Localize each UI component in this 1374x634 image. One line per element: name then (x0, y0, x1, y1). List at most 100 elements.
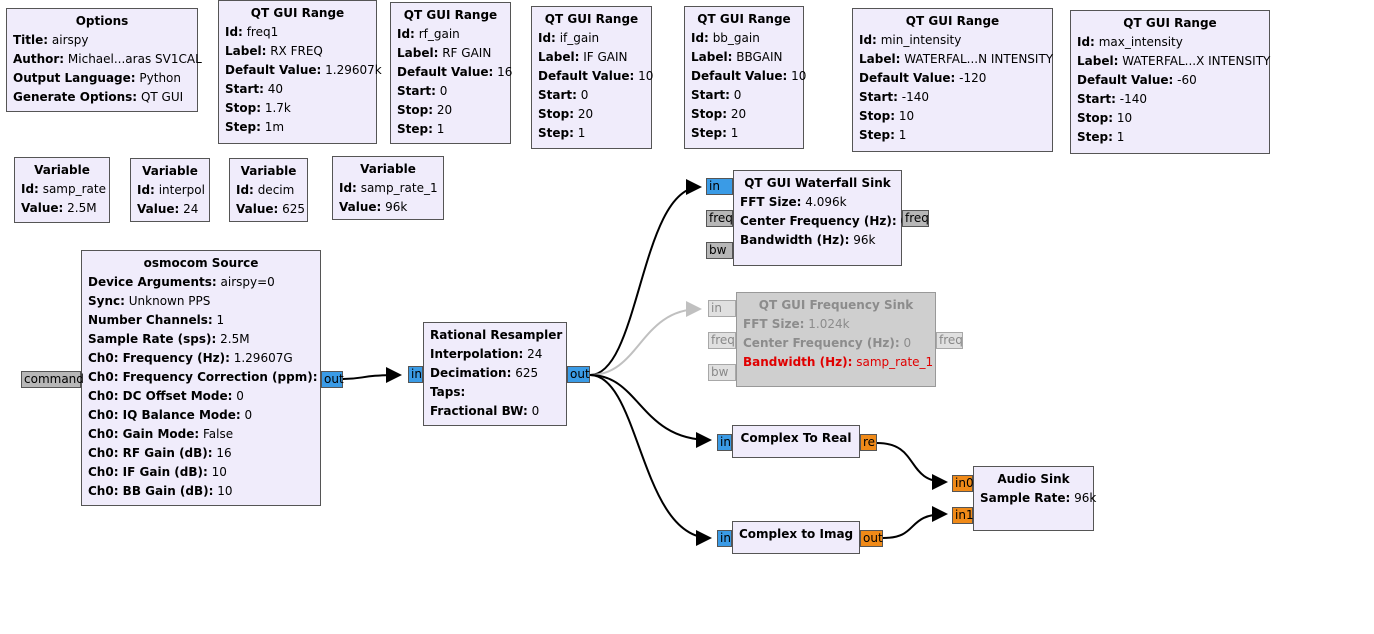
block-title: QT GUI Frequency Sink (758, 298, 914, 312)
complex-to-imag-out-port[interactable]: out (860, 530, 883, 547)
waterfall-bw-port[interactable]: bw (706, 242, 733, 259)
variable-samp-rate-block[interactable]: Variable Id: samp_rate Value: 2.5M (14, 157, 110, 223)
block-param: Start: 0 (397, 84, 448, 98)
block-param: Center Frequency (Hz): 0 (743, 336, 912, 350)
audio-sink-in0-port[interactable]: in0 (952, 475, 974, 492)
block-title: QT GUI Range (1123, 16, 1217, 30)
qt-gui-range-freq1-block[interactable]: QT GUI Range Id: freq1 Label: RX FREQ De… (218, 0, 382, 144)
block-param: Id: rf_gain (397, 27, 460, 41)
block-param: Interpolation: 24 (430, 347, 543, 361)
block-param: Default Value: -60 (1077, 73, 1197, 87)
block-param: Id: interpol (137, 183, 205, 197)
block-param: Id: if_gain (538, 31, 600, 45)
freq-sink-in-port[interactable]: in (708, 300, 736, 317)
block-param: Step: 1 (397, 122, 445, 136)
block-title: Variable (34, 163, 90, 177)
freq-sink-freq-out-port[interactable]: freq (936, 332, 963, 349)
freq-sink-bw-port[interactable]: bw (708, 364, 736, 381)
osmocom-out-port[interactable]: out (321, 371, 344, 388)
block-param: Number Channels: 1 (88, 313, 225, 327)
rational-resampler-block[interactable]: Rational Resampler Interpolation: 24 Dec… (423, 322, 567, 426)
wire-resampler-to-freq-sink (589, 301, 702, 376)
wire-real-to-audio-in0 (876, 442, 948, 490)
block-param: Stop: 10 (859, 109, 915, 123)
block-param: Stop: 1.7k (225, 101, 291, 115)
block-param: Ch0: BB Gain (dB): 10 (88, 484, 233, 498)
block-param: Center Frequency (Hz): 0 (740, 214, 908, 228)
audio-sink-in1-port[interactable]: in1 (952, 507, 974, 524)
block-param: Taps: (430, 385, 466, 399)
block-param: Id: samp_rate (21, 182, 106, 196)
block-title: QT GUI Range (544, 12, 639, 26)
block-title: Audio Sink (997, 472, 1070, 486)
complex-to-real-re-port[interactable]: re (860, 434, 877, 451)
block-param: Ch0: IQ Balance Mode: 0 (88, 408, 253, 422)
block-param: Generate Options: QT GUI (13, 90, 184, 104)
audio-sink-block[interactable]: Audio Sink Sample Rate: 96k (973, 466, 1096, 531)
block-param: Ch0: Frequency (Hz): 1.29607G (88, 351, 293, 365)
block-title: QT GUI Range (697, 12, 791, 26)
block-param: Value: 2.5M (21, 201, 97, 215)
qt-gui-range-rf-gain-block[interactable]: QT GUI Range Id: rf_gain Label: RF GAIN … (390, 2, 513, 144)
freq-sink-freq-in-port[interactable]: freq (708, 332, 736, 349)
qt-gui-range-if-gain-block[interactable]: QT GUI Range Id: if_gain Label: IF GAIN … (531, 6, 654, 149)
block-title: Variable (240, 164, 297, 178)
block-param: Label: BBGAIN (691, 50, 783, 64)
block-param: Value: 24 (137, 202, 199, 216)
variable-decim-block[interactable]: Variable Id: decim Value: 625 (229, 158, 308, 222)
block-param: Id: min_intensity (859, 33, 962, 47)
osmocom-source-block[interactable]: osmocom Source Device Arguments: airspy=… (81, 250, 329, 506)
block-param: Start: -140 (859, 90, 929, 104)
complex-to-imag-block[interactable]: Complex to Imag (732, 521, 860, 554)
block-param: Ch0: RF Gain (dB): 16 (88, 446, 232, 460)
frequency-sink-block[interactable]: QT GUI Frequency Sink FFT Size: 1.024k C… (736, 292, 936, 387)
block-param: Default Value: 16 (397, 65, 513, 79)
block-param: Label: RX FREQ (225, 44, 323, 58)
complex-to-imag-in-port[interactable]: in (717, 530, 732, 547)
complex-to-real-in-port[interactable]: in (717, 434, 732, 451)
block-param: Ch0: Gain Mode: False (88, 427, 234, 441)
waterfall-in-port[interactable]: in (706, 178, 733, 195)
block-param: Decimation: 625 (430, 366, 539, 380)
block-title: QT GUI Range (905, 14, 1000, 28)
qt-gui-range-bb-gain-block[interactable]: QT GUI Range Id: bb_gain Label: BBGAIN D… (684, 6, 806, 149)
block-title: Options (75, 14, 129, 28)
waterfall-sink-block[interactable]: QT GUI Waterfall Sink FFT Size: 4.096k C… (733, 170, 908, 266)
block-param: Ch0: Frequency Correction (ppm): 0 (88, 370, 329, 384)
block-param: Label: WATERFAL...X INTENSITY (1077, 54, 1271, 68)
wire-osmocom-to-resampler (342, 367, 402, 384)
complex-to-real-block[interactable]: Complex To Real (732, 425, 860, 458)
block-param: Step: 1m (225, 120, 285, 134)
block-param: Stop: 10 (1077, 111, 1133, 125)
wire-resampler-to-complex-real (589, 374, 712, 448)
block-param: Id: freq1 (225, 25, 279, 39)
wire-resampler-to-waterfall (589, 179, 702, 376)
block-param: Start: -140 (1077, 92, 1147, 106)
block-title: Variable (360, 162, 416, 176)
block-param: Bandwidth (Hz): 96k (740, 233, 876, 247)
options-block[interactable]: Options Title: airspy Author: Michael...… (6, 8, 202, 112)
block-param: Title: airspy (13, 33, 89, 47)
variable-samp-rate-1-block[interactable]: Variable Id: samp_rate_1 Value: 96k (332, 156, 444, 220)
waterfall-freq-in-port[interactable]: freq (706, 210, 733, 227)
block-title: QT GUI Range (250, 6, 345, 20)
waterfall-freq-out-port[interactable]: freq (902, 210, 929, 227)
block-param: Output Language: Python (13, 71, 182, 85)
block-param: Stop: 20 (538, 107, 594, 121)
resampler-in-port[interactable]: in (408, 366, 423, 383)
block-param: Step: 1 (691, 126, 739, 140)
osmocom-command-port[interactable]: command (21, 371, 84, 388)
block-param-error: Bandwidth (Hz): samp_rate_1 (743, 355, 934, 369)
block-param: Default Value: 10 (538, 69, 654, 83)
qt-gui-range-min-intensity-block[interactable]: QT GUI Range Id: min_intensity Label: WA… (852, 8, 1053, 152)
resampler-out-port[interactable]: out (567, 366, 590, 383)
block-param: Start: 40 (225, 82, 284, 96)
qt-gui-range-max-intensity-block[interactable]: QT GUI Range Id: max_intensity Label: WA… (1070, 10, 1270, 154)
wire-imag-to-audio-in1 (882, 506, 948, 539)
block-param: Step: 1 (859, 128, 907, 142)
variable-interpol-block[interactable]: Variable Id: interpol Value: 24 (130, 158, 210, 222)
block-param: Sync: Unknown PPS (88, 294, 211, 308)
block-title: osmocom Source (143, 256, 259, 270)
block-title: QT GUI Waterfall Sink (744, 176, 891, 190)
